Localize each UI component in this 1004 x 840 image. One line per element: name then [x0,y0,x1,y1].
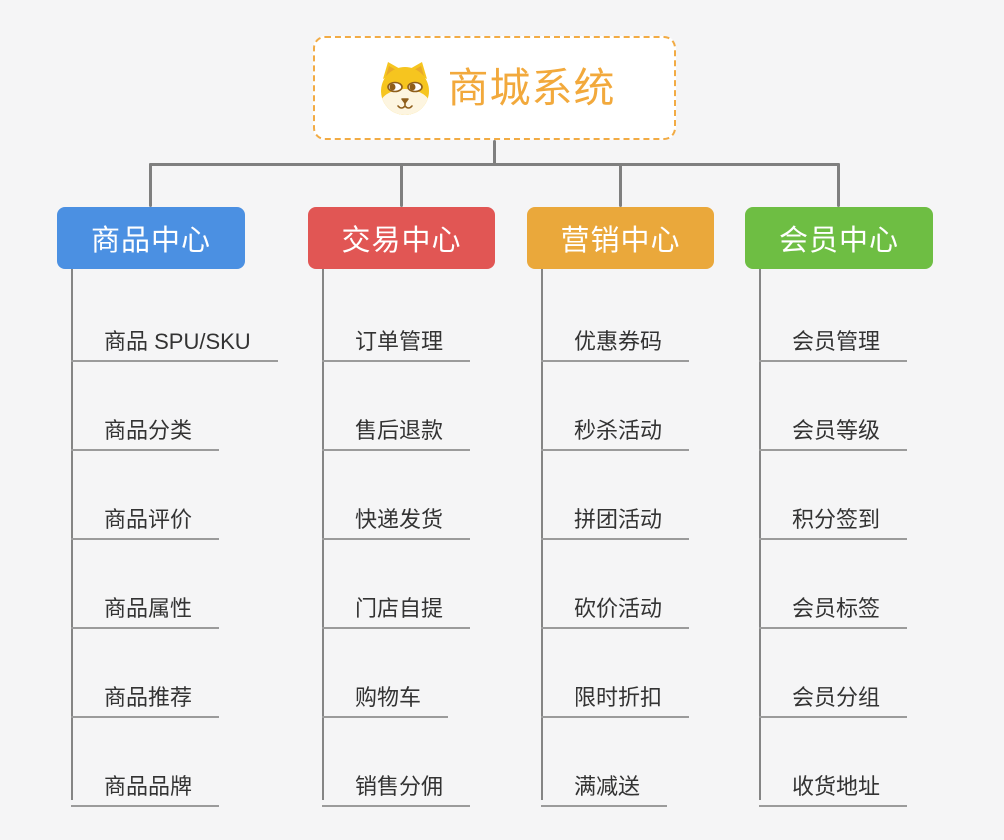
leaf-topic[interactable]: 销售分佣 [322,758,471,807]
leaf-topic[interactable]: 会员分组 [759,669,908,718]
connector-drop-3 [619,163,622,207]
leaf-topic[interactable]: 秒杀活动 [541,402,690,451]
branch-topic[interactable]: 商品中心 [57,207,245,269]
branch-topic-label: 交易中心 [341,225,462,257]
leaf-topic[interactable]: 会员标签 [759,580,908,629]
connector-branch-vline [541,269,543,800]
leaf-topic[interactable]: 积分签到 [759,491,908,540]
connector-drop-4 [837,163,840,207]
leaf-topic[interactable]: 购物车 [322,669,449,718]
branch-topic-label: 商品中心 [90,225,211,257]
leaf-topic[interactable]: 满减送 [541,758,668,807]
branch-topic[interactable]: 会员中心 [745,207,933,269]
leaf-topic[interactable]: 商品品牌 [71,758,220,807]
root-topic-title: 商城系统 [447,64,616,111]
leaf-topic[interactable]: 门店自提 [322,580,471,629]
connector-branch-vline [759,269,761,800]
connector-drop-1 [149,163,152,207]
root-topic[interactable]: 商城系统 [313,36,676,140]
branch-topic[interactable]: 营销中心 [527,207,714,269]
leaf-topic[interactable]: 砍价活动 [541,580,690,629]
branch-topic-label: 会员中心 [778,225,899,257]
dog-face-icon [374,57,436,119]
leaf-topic[interactable]: 会员管理 [759,313,908,362]
leaf-topic[interactable]: 优惠券码 [541,313,690,362]
connector-drop-2 [400,163,403,207]
leaf-topic[interactable]: 拼团活动 [541,491,690,540]
leaf-topic[interactable]: 限时折扣 [541,669,690,718]
leaf-topic[interactable]: 商品 SPU/SKU [71,313,278,362]
leaf-topic[interactable]: 商品属性 [71,580,220,629]
branch-topic-label: 营销中心 [560,225,681,257]
connector-branch-vline [71,269,73,800]
leaf-topic[interactable]: 收货地址 [759,758,908,807]
connector-horizontal-rail [149,163,840,166]
leaf-topic[interactable]: 快递发货 [322,491,471,540]
leaf-topic[interactable]: 订单管理 [322,313,471,362]
branch-topic[interactable]: 交易中心 [308,207,495,269]
leaf-topic[interactable]: 商品推荐 [71,669,220,718]
connector-root-stub [493,140,496,166]
leaf-topic[interactable]: 商品分类 [71,402,220,451]
connector-branch-vline [322,269,324,800]
leaf-topic[interactable]: 会员等级 [759,402,908,451]
leaf-topic[interactable]: 商品评价 [71,491,220,540]
leaf-topic[interactable]: 售后退款 [322,402,471,451]
